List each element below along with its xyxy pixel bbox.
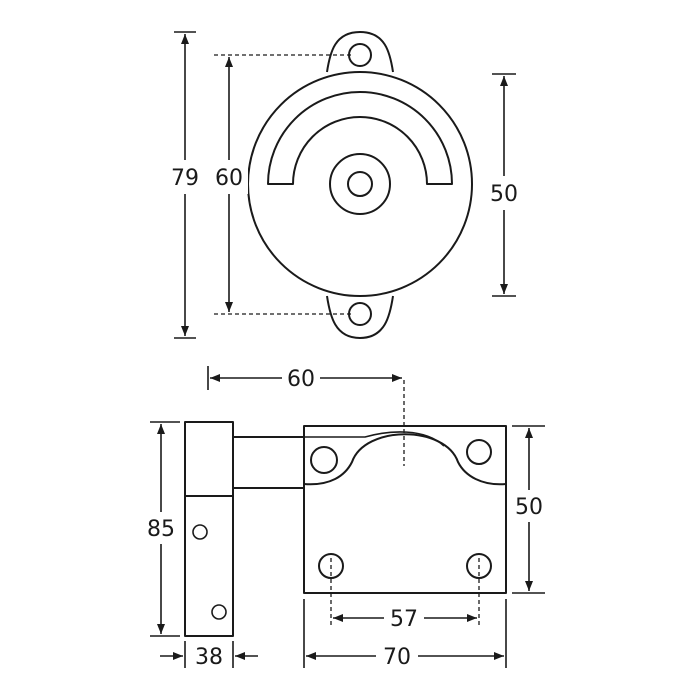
semicircle-slot: [267, 91, 453, 185]
bottom-lug: [326, 295, 394, 339]
post-hole-lower: [211, 604, 227, 620]
plate-lip: [304, 431, 445, 447]
dim-50-top-mask: [486, 176, 522, 210]
post-hole-upper: [192, 524, 208, 540]
post: [184, 421, 234, 637]
plate-hole-top-left: [310, 446, 338, 474]
dim-label-70: 70: [383, 645, 411, 670]
dim-60-horizontal-mask: [282, 362, 320, 394]
dim-57-mask: [384, 603, 424, 633]
dim-85-mask: [142, 512, 180, 544]
dim-70-mask: [376, 640, 418, 672]
center-boss-hole: [347, 171, 373, 197]
dim-50-right-mask: [510, 490, 548, 522]
plate-cutout: [303, 433, 507, 486]
dim-label-38: 38: [195, 645, 223, 670]
top-lug-hole: [348, 43, 372, 67]
dim-60-mask: [212, 160, 248, 194]
dim-label-79: 79: [171, 166, 199, 191]
side-view: 60 85 50 57: [142, 362, 548, 672]
dim-label-57: 57: [390, 607, 418, 632]
plate: [303, 425, 507, 594]
dim-label-50-right: 50: [515, 495, 543, 520]
dim-label-85: 85: [147, 517, 175, 542]
plate-hole-top-right: [466, 439, 492, 465]
top-lug: [326, 31, 394, 73]
dim-label-50-top: 50: [490, 182, 518, 207]
top-view: 79 60 50: [168, 31, 522, 339]
bottom-lug-hole: [348, 302, 372, 326]
center-boss: [329, 153, 391, 215]
plate-hole-bottom-right: [466, 553, 492, 579]
dim-79-mask: [168, 160, 204, 194]
plate-hole-bottom-left: [318, 553, 344, 579]
dim-label-60-vertical: 60: [215, 166, 243, 191]
dim-label-60-horizontal: 60: [287, 367, 315, 392]
